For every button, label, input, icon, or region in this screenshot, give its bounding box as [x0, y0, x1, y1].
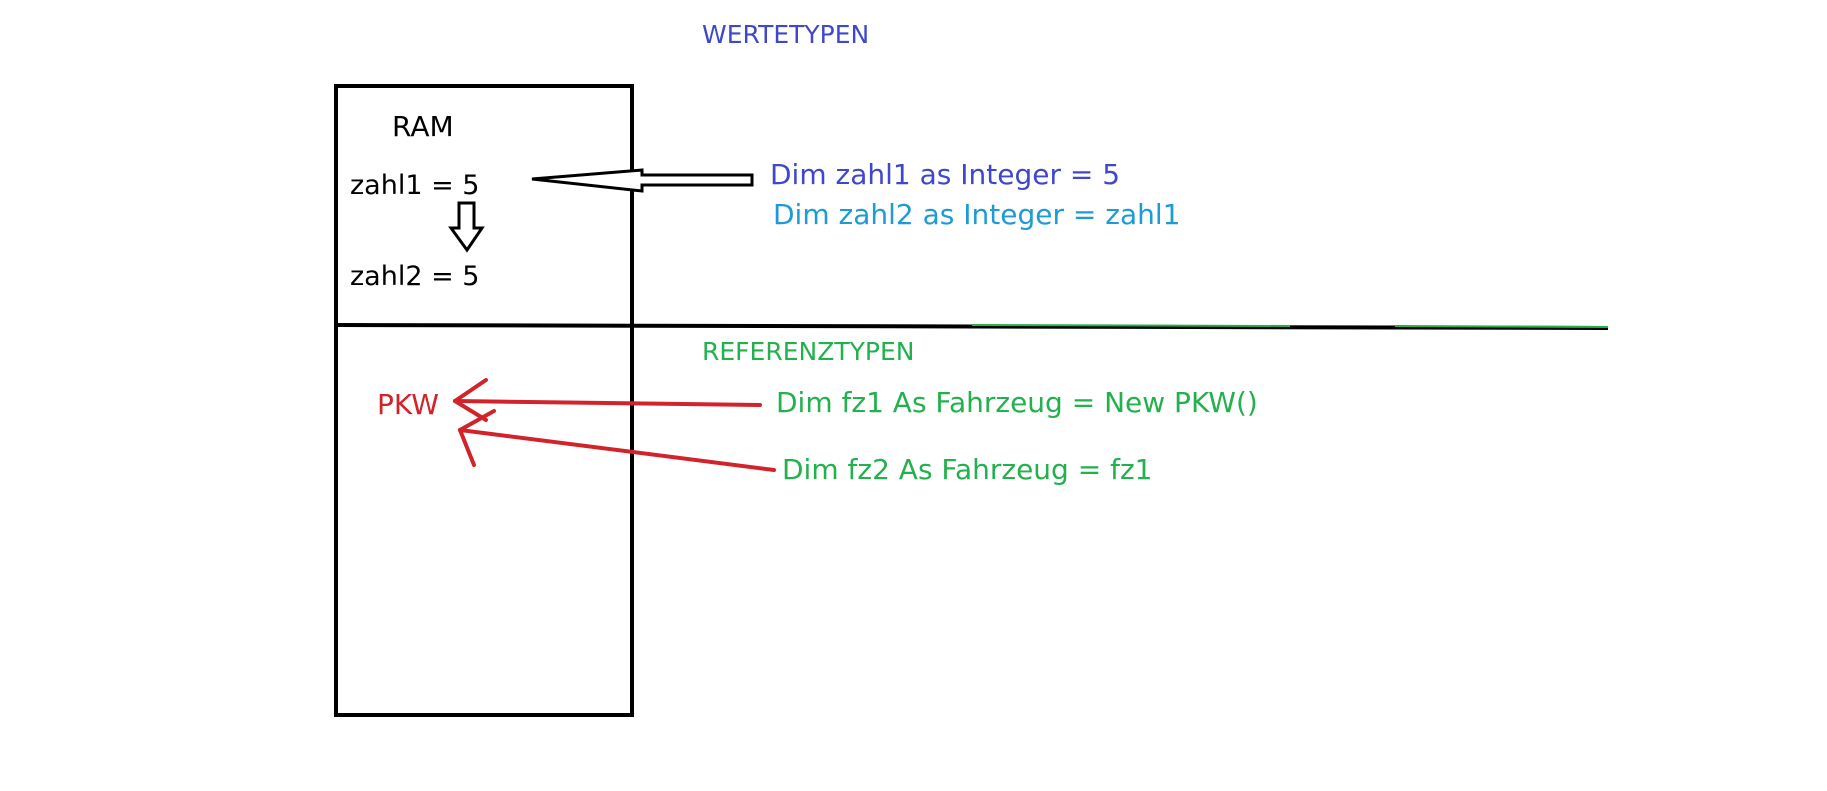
- wertetypen-code-line-2: Dim zahl2 as Integer = zahl1: [773, 198, 1181, 231]
- arrow-left-red-icon: [453, 378, 762, 422]
- referenztypen-title: REFERENZTYPEN: [702, 337, 915, 366]
- divider-line-green-accent: [971, 324, 1291, 327]
- arrow-down-outline-icon: [448, 201, 485, 253]
- ram-label: RAM: [392, 110, 454, 143]
- divider-line-green-accent-2: [1394, 325, 1609, 328]
- ram-pkw-object: PKW: [377, 388, 439, 421]
- arrow-left-red-icon-2: [458, 409, 776, 472]
- ram-box: [334, 84, 634, 717]
- referenztypen-code-line-1: Dim fz1 As Fahrzeug = New PKW(): [776, 386, 1258, 419]
- divider-line: [335, 323, 1609, 330]
- wertetypen-title: WERTETYPEN: [702, 20, 870, 49]
- ram-zahl1-value: zahl1 = 5: [350, 170, 480, 201]
- ram-zahl2-value: zahl2 = 5: [350, 261, 480, 292]
- arrow-left-outline-icon: [531, 168, 754, 193]
- wertetypen-code-line-1: Dim zahl1 as Integer = 5: [770, 158, 1121, 191]
- referenztypen-code-line-2: Dim fz2 As Fahrzeug = fz1: [782, 453, 1153, 486]
